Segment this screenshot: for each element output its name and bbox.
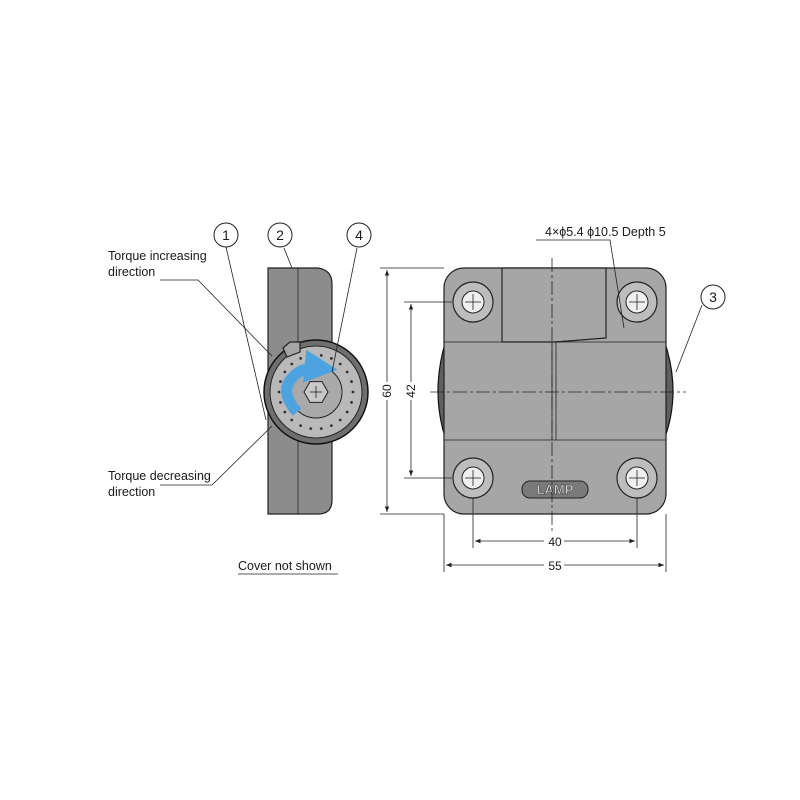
torque-increasing-label-line1: Torque increasing bbox=[108, 249, 207, 263]
mount-hole-tl bbox=[452, 281, 494, 323]
damper-dot bbox=[290, 362, 294, 366]
mount-hole-tr bbox=[616, 281, 658, 323]
svg-text:LAMP: LAMP bbox=[537, 482, 574, 497]
front-leaders bbox=[536, 239, 703, 373]
svg-text:55: 55 bbox=[548, 559, 562, 573]
svg-text:42: 42 bbox=[404, 384, 418, 398]
damper-dot bbox=[299, 424, 303, 428]
torque-increasing-label-line2: direction bbox=[108, 265, 155, 279]
damper-dot bbox=[345, 410, 349, 414]
damper-dot bbox=[351, 390, 355, 394]
damper-dot bbox=[350, 380, 353, 383]
damper-dot bbox=[338, 418, 342, 422]
torque-arrow bbox=[281, 349, 338, 416]
dim-55: 55 bbox=[544, 558, 564, 573]
damper-dot bbox=[309, 353, 313, 357]
svg-text:3: 3 bbox=[709, 289, 717, 305]
side-leaders bbox=[160, 246, 358, 486]
svg-text:60: 60 bbox=[380, 384, 394, 398]
damper-dot bbox=[338, 362, 342, 366]
damper-dot bbox=[319, 427, 323, 431]
svg-text:2: 2 bbox=[276, 227, 284, 243]
damper-dot bbox=[299, 356, 303, 360]
damper-dot bbox=[279, 401, 282, 404]
callout-3: 3 bbox=[700, 284, 726, 310]
callout-4: 4 bbox=[346, 222, 372, 248]
damper-dot bbox=[329, 356, 333, 360]
svg-text:40: 40 bbox=[548, 535, 562, 549]
dim-60: 60 bbox=[379, 382, 395, 400]
damper-dot bbox=[350, 401, 353, 404]
damper-dot bbox=[290, 418, 294, 422]
damper-dot bbox=[309, 427, 313, 431]
cover-note: Cover not shown bbox=[238, 559, 332, 573]
svg-text:4: 4 bbox=[355, 227, 363, 243]
mount-hole-bl bbox=[452, 457, 494, 499]
damper-dot bbox=[279, 380, 282, 383]
lamp-logo: LAMP bbox=[521, 480, 589, 499]
dim-40: 40 bbox=[544, 534, 564, 549]
torque-decreasing-label-line1: Torque decreasing bbox=[108, 469, 211, 483]
damper-dot bbox=[283, 370, 287, 374]
hole-spec-label: 4×ϕ5.4 ϕ10.5 Depth 5 bbox=[545, 225, 666, 239]
callout-1: 1 bbox=[213, 222, 239, 248]
knuckle-upper bbox=[501, 267, 607, 343]
damper-dot bbox=[329, 424, 333, 428]
dim-42: 42 bbox=[403, 382, 419, 400]
torque-decreasing-label-line2: direction bbox=[108, 485, 155, 499]
damper-dot bbox=[283, 410, 287, 414]
mount-hole-br bbox=[616, 457, 658, 499]
damper-dot bbox=[277, 390, 281, 394]
front-view: LAMP bbox=[430, 258, 686, 534]
svg-text:1: 1 bbox=[222, 227, 230, 243]
damper-dot bbox=[345, 370, 349, 374]
side-view bbox=[263, 267, 369, 515]
damper-dot bbox=[319, 353, 323, 357]
callout-2: 2 bbox=[267, 222, 293, 248]
